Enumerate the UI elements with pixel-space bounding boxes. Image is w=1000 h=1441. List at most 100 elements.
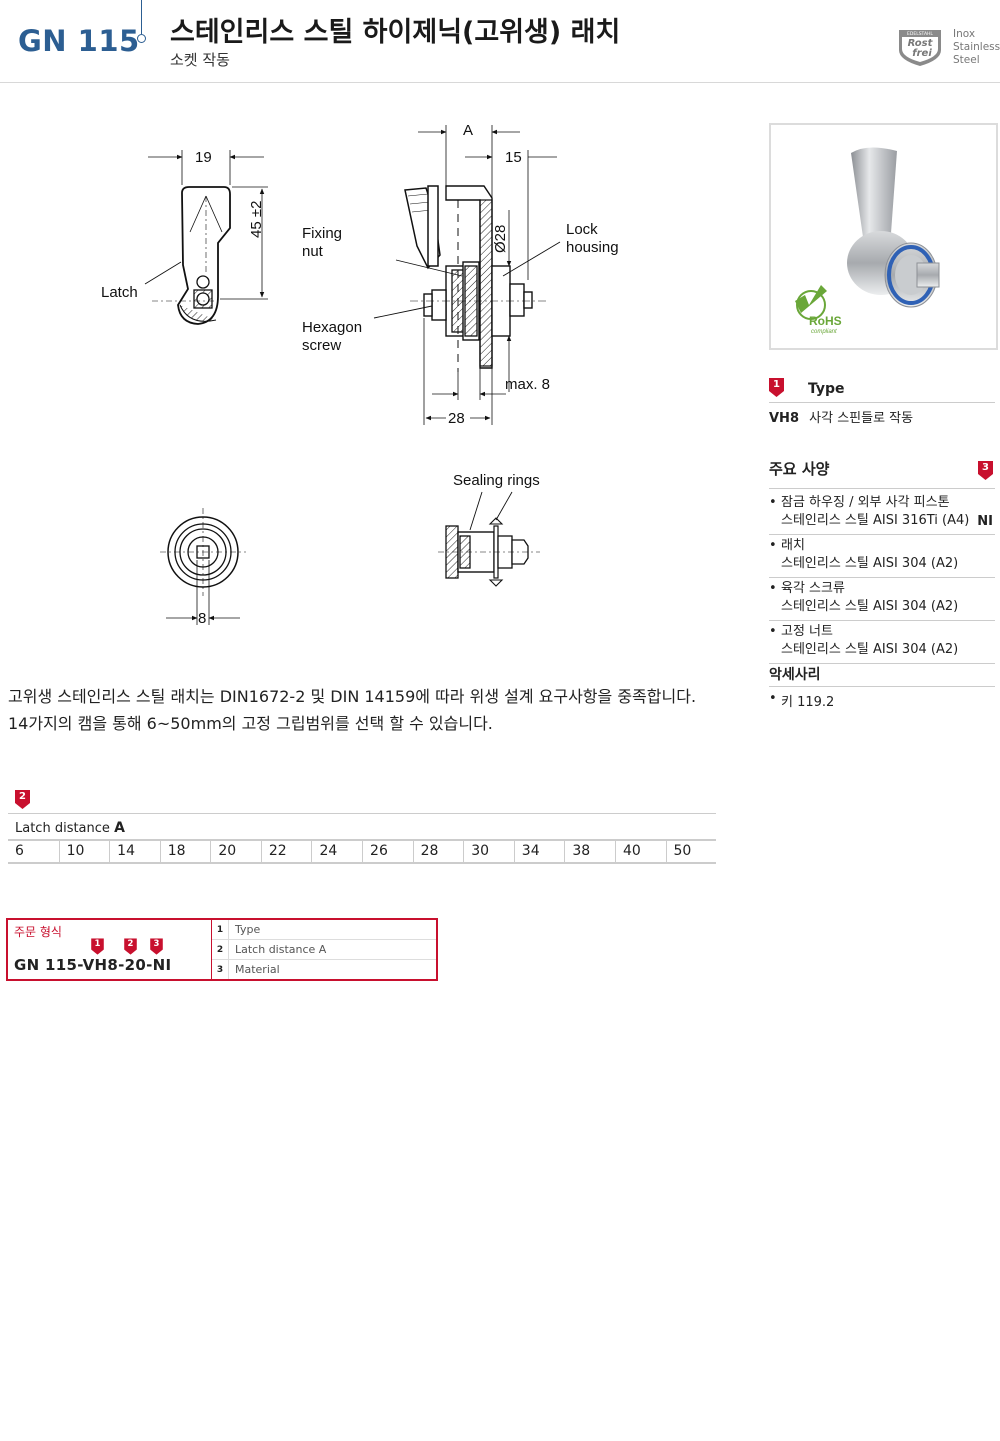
fixing-nut-label-line1: Fixing [302,225,343,242]
description-line1: 고위생 스테인리스 스틸 래치는 DIN1672-2 및 DIN 14159에 … [8,687,697,706]
divider [8,813,716,814]
latch-front-view [144,150,268,325]
latch-distance-cell: 14 [109,841,160,862]
header-divider [141,0,142,34]
ordering-legend-num: 3 [216,964,224,975]
divider [769,577,995,578]
order-marker-3-number: 3 [153,939,160,949]
page-title: 스테인리스 스틸 하이제닉(고위생) 래치 [170,17,621,48]
latch-distance-cell: 24 [311,841,362,862]
divider [8,839,716,841]
rohs-sub-label: compliant [811,329,837,335]
lock-housing-label: Lock housing [566,221,619,257]
product-photo: RoHS compliant [769,123,998,350]
ordering-legend: 1 Type 2 Latch distance A 3 Material [212,920,436,979]
sealing-rings-view [438,491,540,587]
latch-distance-cell: 38 [564,841,615,862]
accessories-heading: 악세사리 [769,667,821,683]
marker-1-number: 1 [773,379,780,390]
divider [769,663,995,664]
type-section: 1 Type VH8 사각 스핀들로 작동 [769,378,995,426]
accessory-item: • 키 119.2 [769,691,835,710]
description-line2: 14가지의 캠을 통해 6~50mm의 고정 그립범위를 선택 할 수 있습니다… [8,714,493,733]
divider [769,534,995,535]
latch-distance-cell: 40 [614,841,666,862]
dim-19: 19 [195,149,212,166]
latch-distance-cell: 34 [513,841,565,862]
ordering-legend-num: 1 [216,924,224,935]
spec-item-material: 스테인리스 스틸 AISI 304 (A2) [781,642,959,657]
ordering-legend-row: 2 Latch distance A [212,940,436,960]
rostfrei-shield-icon: EDELSTAHL Rost frei [899,30,941,66]
hexagon-screw-label-line2: screw [302,337,342,354]
marker-2: 2 [15,790,30,809]
ordering-code: GN 115-VH8-20-NI [14,956,172,974]
description: 고위생 스테인리스 스틸 래치는 DIN1672-2 및 DIN 14159에 … [8,683,696,737]
type-code: VH8 [769,411,799,426]
sealing-rings-label: Sealing rings [453,472,540,489]
ordering-heading: 주문 형식 [14,925,62,939]
latch-distance-cell: 22 [260,841,312,862]
dim-45: 45 ±2 [248,200,265,238]
fixing-nut-label: Fixing nut [302,225,342,261]
marker-3: 3 [978,461,993,480]
spec-item: • 고정 너트 스테인리스 스틸 AISI 304 (A2) [769,621,995,663]
latch-distance-cell: 20 [210,841,261,862]
technical-drawing [144,125,561,625]
ordering-legend-row: 3 Material [212,960,436,979]
ordering-legend-row: 1 Type [212,920,436,940]
badge-top-text: EDELSTAHL [907,31,933,37]
rohs-label: RoHS [809,314,842,328]
hexagon-screw-label: Hexagon screw [302,319,362,355]
dim-28: 28 [448,410,465,427]
accessory-item-text: 키 119.2 [781,695,835,710]
spec-item-code: NI [977,514,993,529]
accessories-section: 악세사리 • 키 119.2 [769,664,995,710]
divider [769,620,995,621]
ordering-legend-label: Latch distance A [235,943,327,956]
type-heading: Type [808,381,845,397]
latch-distance-cell: 6 [15,843,24,859]
spec-item-material: 스테인리스 스틸 AISI 304 (A2) [781,556,959,571]
ordering-box: 주문 형식 1 2 3 GN 115-VH8-20-NI 1 Type 2 La… [6,918,438,981]
latch-product-image: RoHS compliant [795,147,940,335]
badge-rost-text: Rost [908,38,934,49]
spec-item: • 잠금 하우징 / 외부 사각 피스톤 스테인리스 스틸 AISI 316Ti… [769,495,993,529]
latch-distance-cell: 18 [159,841,211,862]
divider [8,862,716,864]
material-label-stainless: Stainless [953,41,1000,53]
latch-distance-cell: 30 [463,841,514,862]
divider [769,686,995,687]
spec-item-title: 잠금 하우징 / 외부 사각 피스톤 [781,495,950,510]
spec-item-material: 스테인리스 스틸 AISI 304 (A2) [781,599,959,614]
ordering-legend-label: Material [235,963,280,976]
hexagon-screw-label-line1: Hexagon [302,319,363,336]
order-marker-3: 3 [150,938,163,955]
material-label-inox: Inox [953,28,976,40]
spec-item-material: 스테인리스 스틸 AISI 316Ti (A4) [781,513,970,528]
spec-item: • 육각 스크류 스테인리스 스틸 AISI 304 (A2) [769,578,995,620]
marker-2-number: 2 [19,791,26,802]
latch-distance-header: Latch distance A [15,820,125,836]
type-text: 사각 스핀들로 작동 [809,411,914,426]
material-label-steel: Steel [953,54,980,66]
dim-8: 8 [198,610,207,627]
latch-side-view [373,125,561,425]
header-divider-dot [137,34,146,43]
page-subtitle: 소켓 작동 [170,51,230,69]
latch-distance-label: Latch distance [15,821,110,836]
lock-housing-label-line1: Lock [566,221,598,238]
latch-distance-label-a: A [114,820,125,836]
spec-item-title: 육각 스크류 [781,581,845,596]
latch-distance-cell: 28 [412,841,464,862]
ordering-divider [211,920,212,979]
order-marker-2-number: 2 [127,939,134,949]
latch-distance-cell: 26 [362,841,413,862]
order-marker-1-number: 1 [94,939,101,949]
fixing-nut-label-line2: nut [302,243,323,260]
dim-28-diameter: Ø28 [492,224,509,253]
spec-item: • 래치 스테인리스 스틸 AISI 304 (A2) [769,535,995,577]
page-header: GN 115 스테인리스 스틸 하이제닉(고위생) 래치 소켓 작동 EDELS… [0,0,1000,83]
dim-15: 15 [505,149,522,166]
